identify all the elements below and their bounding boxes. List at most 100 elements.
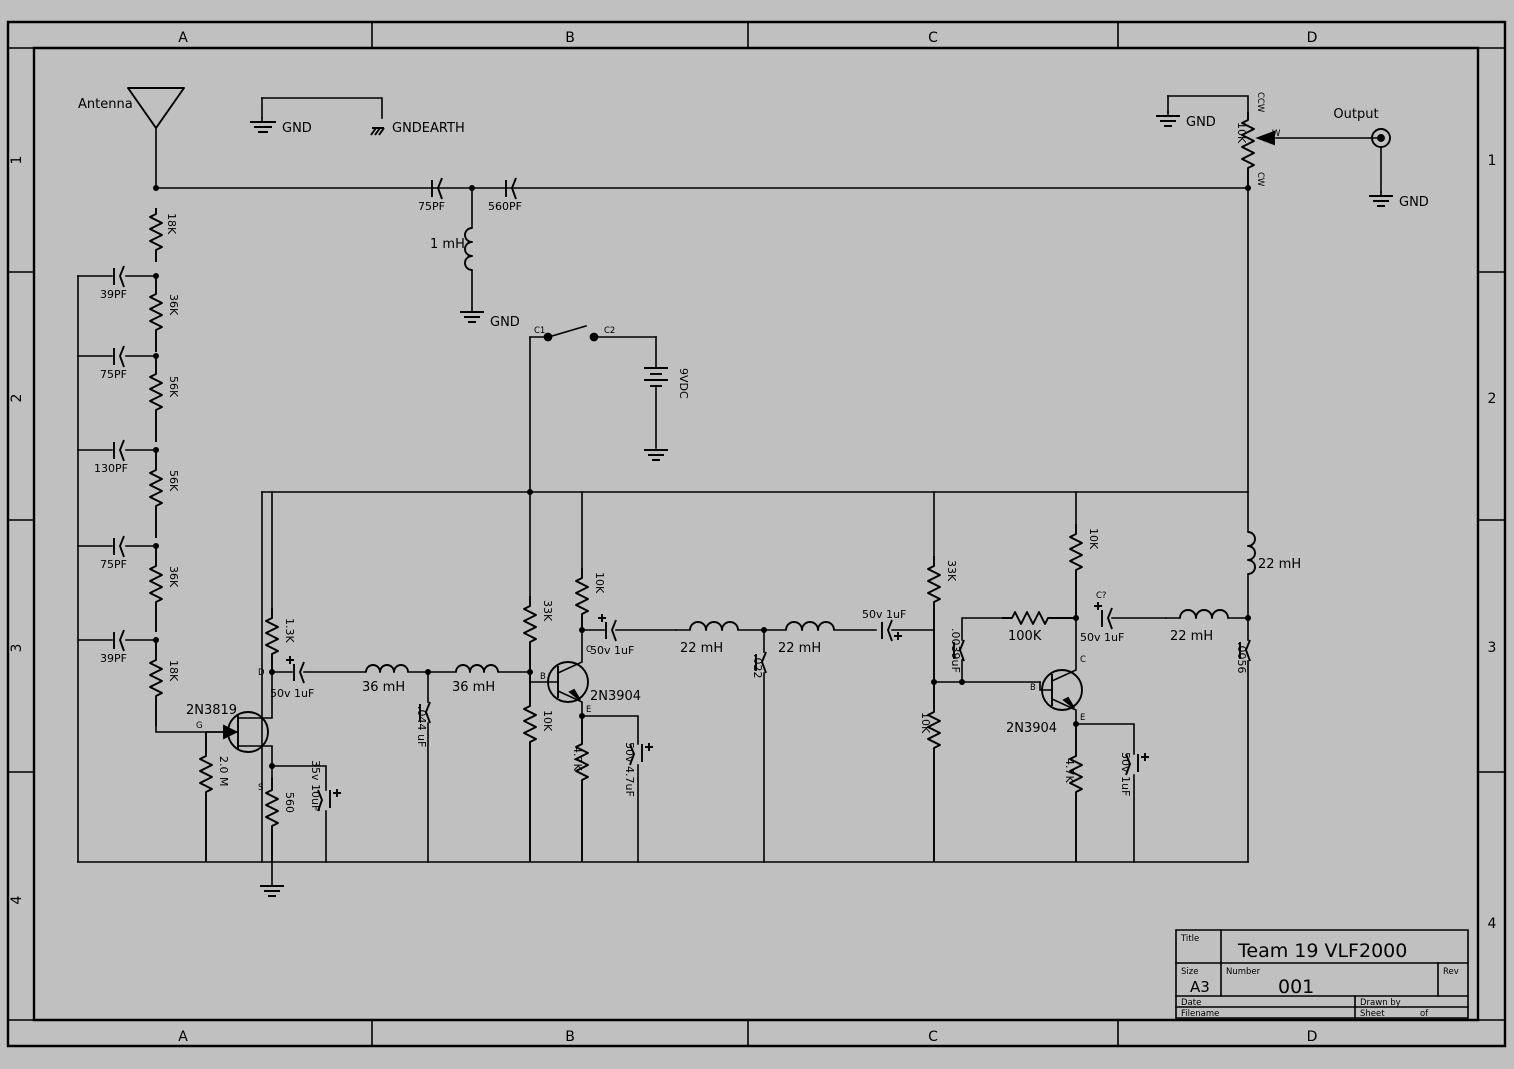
- gnd-earth-link: [250, 97, 385, 136]
- bjt-2n3904-stage2-label: 2N3904: [590, 689, 641, 704]
- titleblock-size-label: Size: [1181, 967, 1198, 977]
- capacitor-75pf-series: [431, 177, 443, 200]
- capacitor-022-label: .022: [751, 654, 764, 679]
- capacitor-midfilter-couple-label: 50v 1uF: [862, 608, 906, 621]
- resistor-100k: [1002, 611, 1074, 625]
- potentiometer-10k-label: 10K: [1235, 122, 1248, 144]
- jfet-pin-s-label: S: [258, 783, 263, 793]
- resistor-antenna-18k-label: 18K: [165, 213, 178, 235]
- output-label: Output: [1333, 107, 1378, 122]
- capacitor-39pf-bottom-label: 39PF: [100, 652, 127, 665]
- inductor-22mh-mid-a: [675, 621, 765, 631]
- inductor-1mh: [460, 187, 484, 323]
- capacitor-35v-10uf: [271, 765, 341, 863]
- ground-symbol-source: [260, 885, 284, 897]
- jfet-2n3819-label: 2N3819: [186, 703, 237, 718]
- titleblock-sheet-label: Sheet: [1360, 1009, 1385, 1019]
- jfet-2n3819: [205, 671, 273, 779]
- gnd-right-label: GND: [1186, 115, 1216, 130]
- pot-terminal-ccw-label: CCW: [1255, 92, 1265, 113]
- pot-terminal-w-label: W: [1272, 129, 1281, 139]
- resistor-33k-stage3: [927, 556, 941, 630]
- potentiometer-10k[interactable]: [1241, 112, 1381, 188]
- resistor-33k-stage3-label: 33K: [945, 560, 958, 582]
- resistor-56k-lower-label: 56K: [167, 470, 180, 492]
- titleblock-title-label: Title: [1180, 934, 1199, 944]
- resistor-33k-stage2-label: 33K: [541, 600, 554, 622]
- stage2-pin-e-label: E: [586, 705, 591, 715]
- capacitor-stage2-emitter: [581, 715, 653, 863]
- capacitor-stage2-emitter-label: 50v 4.7uF: [623, 742, 636, 797]
- row-right-1: 1: [1488, 153, 1497, 169]
- jfet-pin-g-label: G: [196, 721, 203, 731]
- antenna-symbol: [127, 87, 185, 189]
- resistor-33k-stage2: [523, 596, 537, 672]
- row-left-1: 1: [9, 156, 25, 165]
- titleblock-number-label: Number: [1226, 967, 1261, 977]
- resistor-10k-stage3-top: [1069, 524, 1083, 618]
- capacitor-stage2-out: [581, 614, 677, 642]
- stage3-pin-b-label: B: [1030, 683, 1036, 693]
- capacitor-022: [755, 629, 767, 863]
- capacitor-stage3-out-ref: C?: [1096, 591, 1106, 601]
- capacitor-stage1-out-label: 50v 1uF: [270, 687, 314, 700]
- zone-bottom-d: D: [1307, 1029, 1318, 1045]
- row-right-4: 4: [1488, 916, 1497, 932]
- resistor-1-3k-label: 1.3K: [283, 618, 296, 643]
- capacitor-0056: [1239, 617, 1251, 863]
- titleblock-size-value: A3: [1190, 978, 1210, 996]
- stage2-pin-b-label: B: [540, 672, 546, 682]
- output-port: [1369, 128, 1393, 207]
- titleblock-filename-label: Filename: [1181, 1009, 1219, 1019]
- resistor-56k-upper: [149, 356, 163, 442]
- resistor-56k-lower: [149, 450, 163, 538]
- resistor-1-3k: [265, 608, 279, 672]
- resistor-10k-stage3-lower: [927, 630, 941, 862]
- resistor-36k-lower: [149, 546, 163, 632]
- resistor-antenna-18k: [149, 208, 163, 262]
- resistor-560-source-label: 560: [283, 792, 296, 813]
- bjt-2n3904-stage3: [1039, 617, 1083, 725]
- inductor-22mh-out-b: [1247, 187, 1256, 619]
- battery-9vdc: [644, 336, 668, 461]
- titleblock-rev-label: Rev: [1443, 967, 1459, 977]
- zone-bottom-c: C: [928, 1029, 938, 1045]
- gnd-out-label: GND: [1399, 195, 1429, 210]
- zone-bottom-a: A: [178, 1029, 188, 1045]
- titleblock-number-value: 001: [1278, 976, 1314, 998]
- inductor-36mh-a: [365, 664, 429, 673]
- resistor-10k-stage2-lower-label: 10K: [541, 710, 554, 732]
- row-right-2: 2: [1488, 391, 1497, 407]
- zone-top-d: D: [1307, 30, 1318, 46]
- zone-top-c: C: [928, 30, 938, 46]
- row-right-3: 3: [1488, 640, 1497, 656]
- capacitor-130pf: [77, 439, 157, 462]
- zone-top-b: B: [565, 30, 575, 46]
- capacitor-130pf-label: 130PF: [94, 462, 128, 475]
- titleblock-sheet-of: of: [1420, 1009, 1429, 1019]
- resistor-2m-gate-label: 2.0 M: [217, 756, 230, 786]
- gnd-top-label: GND: [282, 121, 312, 136]
- stage2-pin-c-label: C: [586, 645, 592, 655]
- titleblock-drawnby-label: Drawn by: [1360, 998, 1401, 1008]
- inductor-22mh-mid-b-label: 22 mH: [778, 641, 821, 656]
- power-switch[interactable]: [529, 325, 657, 342]
- capacitor-0039uf-label: .0039uF: [949, 628, 962, 673]
- junction-dots: [153, 185, 1251, 769]
- bjt-2n3904-stage3-label: 2N3904: [1006, 721, 1057, 736]
- titleblock-date-label: Date: [1181, 998, 1201, 1008]
- switch-pin-c2-label: C2: [604, 326, 615, 336]
- capacitor-75pf-upper: [77, 345, 157, 368]
- resistor-10k-stage3-top-label: 10K: [1087, 528, 1100, 550]
- jfet-pin-d-label: D: [258, 668, 265, 678]
- row-left-2: 2: [9, 394, 25, 403]
- inductor-22mh-mid-a-label: 22 mH: [680, 641, 723, 656]
- zone-top-a: A: [178, 30, 188, 46]
- stage3-pin-c-label: C: [1080, 655, 1086, 665]
- row-left-3: 3: [9, 644, 25, 653]
- inductor-36mh-b: [427, 664, 531, 673]
- resistor-4k7-stage2: [575, 716, 589, 862]
- battery-9vdc-label: 9VDC: [677, 368, 690, 399]
- capacitor-75pf-lower: [77, 535, 157, 558]
